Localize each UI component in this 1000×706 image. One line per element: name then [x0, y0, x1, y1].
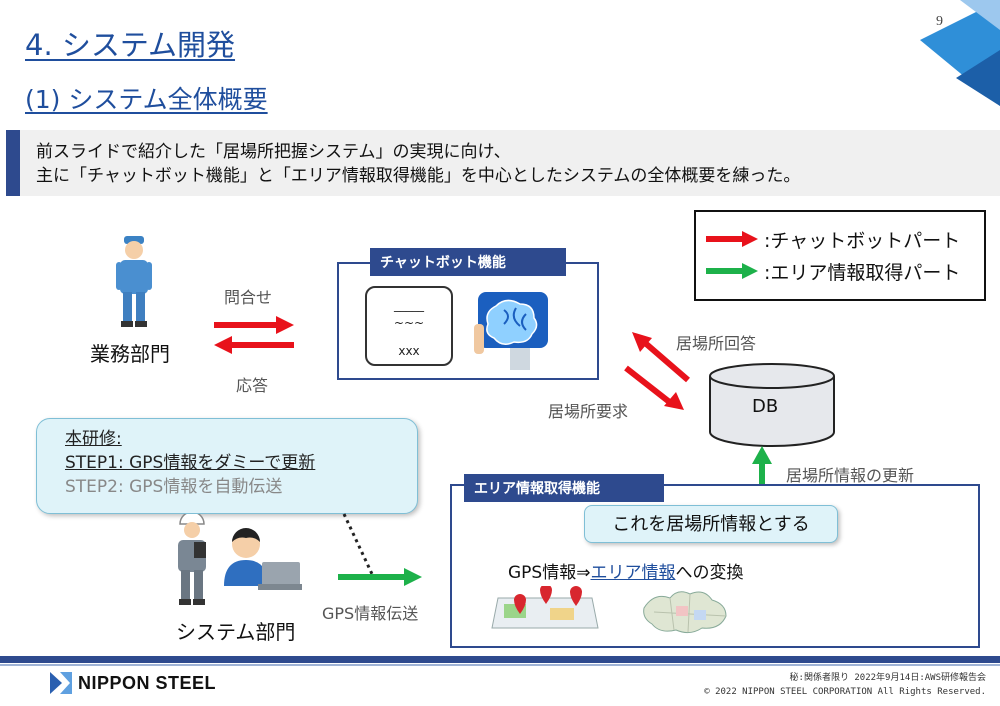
- area-map-icon: [643, 591, 727, 634]
- db-label: DB: [752, 396, 779, 417]
- gps-transfer-label: GPS情報伝送: [322, 604, 419, 623]
- db-arrows: [624, 332, 690, 410]
- callout-title: 本研修:: [65, 429, 122, 449]
- logo-text: NIPPON STEEL: [78, 672, 217, 693]
- legend-item-area: :エリア情報取得パート: [706, 256, 960, 286]
- red-arrow-icon: [706, 231, 758, 247]
- logo-mark-icon: [50, 672, 72, 694]
- footer-note: 秘:関係者限り 2022年9月14日:AWS研修報告会 © 2022 NIPPO…: [704, 671, 986, 699]
- conversion-prefix: GPS情報⇒: [508, 563, 591, 583]
- corner-decoration: [920, 0, 1000, 106]
- response-arrow: [214, 336, 294, 354]
- gps-transfer-arrow: [338, 568, 422, 586]
- update-arrow: [752, 446, 772, 500]
- chat-line-1: _____: [394, 298, 424, 312]
- location-request-label: 居場所要求: [548, 402, 629, 421]
- engineer-icon: [178, 514, 206, 605]
- page-subtitle: (1) システム全体概要: [25, 85, 268, 114]
- chat-window: _____ ~~~ xxx: [365, 286, 453, 366]
- location-answer-label: 居場所回答: [676, 334, 757, 353]
- response-label: 応答: [236, 376, 269, 395]
- legend-item-chatbot: :チャットボットパート: [706, 224, 960, 254]
- location-bubble: これを居場所情報とする: [584, 505, 838, 543]
- area-info-header: エリア情報取得機能: [464, 474, 664, 502]
- worker-icon: [116, 236, 152, 327]
- training-callout: 本研修: STEP1: GPS情報をダミーで更新 STEP2: GPS情報を自動…: [36, 418, 418, 514]
- summary-box: 前スライドで紹介した「居場所把握システム」の実現に向け、 主に「チャットボット機…: [6, 130, 1000, 196]
- gps-map-icon: [491, 586, 599, 629]
- database-icon: [709, 363, 835, 447]
- chat-line-2: ~~~: [393, 316, 425, 330]
- company-logo: NIPPON STEEL: [50, 672, 216, 694]
- callout-step1: STEP1: GPS情報をダミーで更新: [65, 453, 316, 473]
- ai-brain-icon: [474, 292, 548, 370]
- system-dept-label: システム部門: [176, 620, 296, 644]
- green-arrow-icon: [706, 263, 758, 279]
- summary-line-1: 前スライドで紹介した「居場所把握システム」の実現に向け、: [36, 142, 511, 162]
- conversion-text: GPS情報⇒エリア情報への変換: [508, 558, 743, 583]
- location-update-label: 居場所情報の更新: [786, 466, 915, 485]
- pc-user-icon: [224, 528, 302, 590]
- inquiry-label: 問合せ: [224, 288, 273, 307]
- page-number: 9: [936, 14, 943, 29]
- footer-line: [0, 664, 1000, 666]
- footer-note-2: © 2022 NIPPON STEEL CORPORATION All Righ…: [704, 687, 986, 697]
- conversion-suffix: への変換: [675, 563, 744, 583]
- callout-pointer: [342, 513, 374, 575]
- legend-label-chatbot: :チャットボットパート: [764, 229, 961, 252]
- callout-step2: STEP2: GPS情報を自動伝送: [65, 477, 283, 497]
- chat-line-3: xxx: [398, 344, 420, 358]
- page-title: 4. システム開発: [25, 28, 236, 62]
- legend: :チャットボットパート :エリア情報取得パート: [694, 210, 986, 301]
- summary-line-2: 主に「チャットボット機能」と「エリア情報取得機能」を中心としたシステムの全体概要…: [36, 166, 801, 186]
- footer-note-1: 秘:関係者限り 2022年9月14日:AWS研修報告会: [789, 673, 986, 683]
- area-info-link[interactable]: エリア情報: [590, 563, 676, 583]
- business-dept-label: 業務部門: [90, 342, 170, 366]
- footer-bar: [0, 656, 1000, 663]
- legend-label-area: :エリア情報取得パート: [764, 261, 961, 284]
- chatbot-header: チャットボット機能: [370, 248, 566, 276]
- inquiry-arrow: [214, 316, 294, 334]
